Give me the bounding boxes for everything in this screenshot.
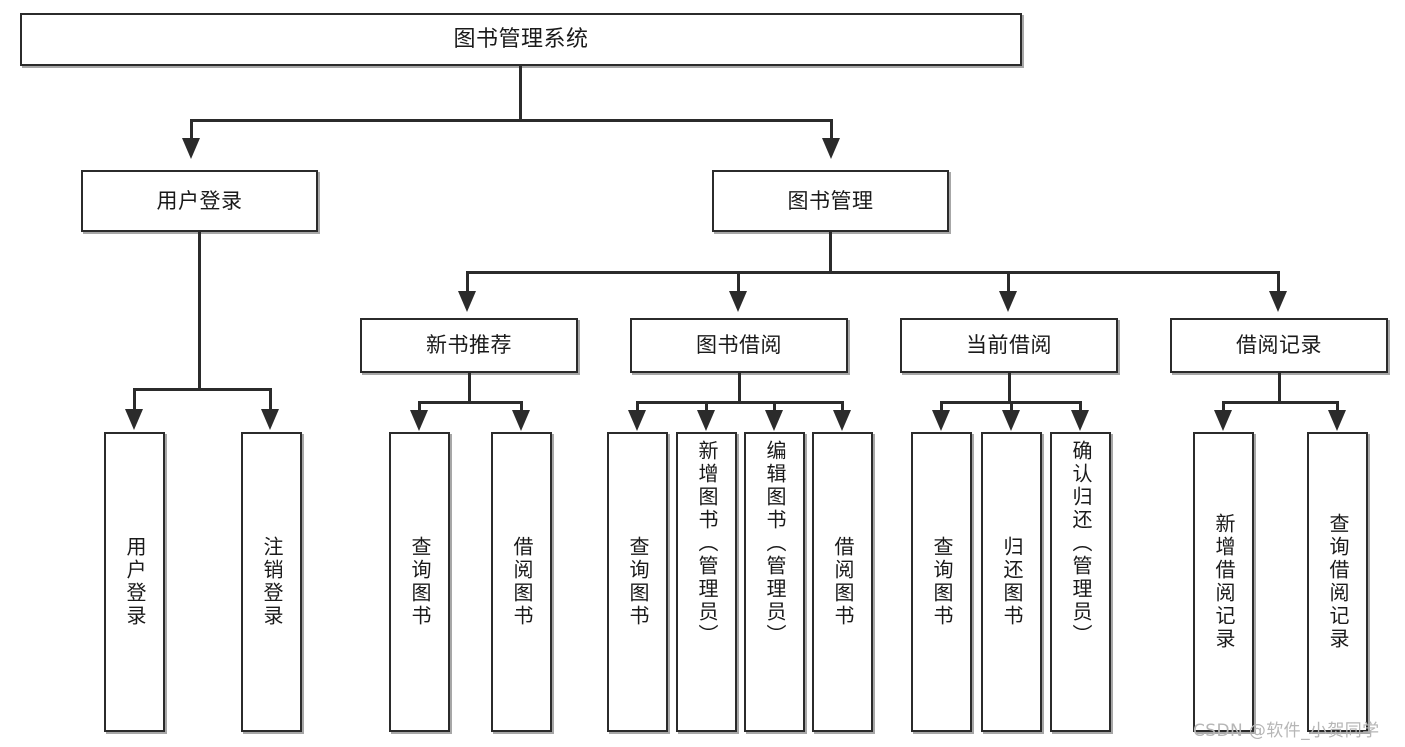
node-label: 查询图书 bbox=[408, 536, 432, 628]
watermark-text: CSDN @软件_小贺同学 bbox=[1193, 721, 1380, 741]
leaf-br-add-record[interactable]: 新增借阅记录 bbox=[1193, 432, 1254, 732]
arrowhead-br-leaf-0-icon bbox=[1214, 410, 1232, 431]
arrowhead-nbr-leaf-0-icon bbox=[410, 410, 428, 431]
connector-borrow-record-bus bbox=[1222, 401, 1339, 404]
node-book-management[interactable]: 图书管理 bbox=[712, 170, 949, 232]
node-label: 新增图书（管理员） bbox=[695, 440, 719, 647]
node-label: 归还图书 bbox=[1000, 536, 1024, 628]
arrowhead-user-login-icon bbox=[182, 138, 200, 159]
connector-borrow-record-stem bbox=[1278, 373, 1281, 403]
connector-drop-nbr-leaf-1 bbox=[520, 401, 523, 411]
connector-book-borrow-stem bbox=[738, 373, 741, 403]
connector-new-book-recommend-bus bbox=[418, 401, 523, 404]
leaf-cb-confirm-return-admin[interactable]: 确认归还（管理员） bbox=[1050, 432, 1111, 732]
leaf-cb-return-book[interactable]: 归还图书 bbox=[981, 432, 1042, 732]
leaf-nbr-borrow-book[interactable]: 借阅图书 bbox=[491, 432, 552, 732]
node-label: 用户登录 bbox=[123, 536, 147, 628]
node-label: 确认归还（管理员） bbox=[1069, 440, 1093, 647]
connector-level3-bus bbox=[466, 271, 1280, 274]
connector-drop-leaf-user-login bbox=[133, 388, 136, 410]
connector-drop-cb-leaf-2 bbox=[1079, 401, 1082, 411]
arrowhead-book-management-icon bbox=[822, 138, 840, 159]
arrowhead-bb-leaf-3-icon bbox=[833, 410, 851, 431]
connector-drop-br-leaf-0 bbox=[1222, 401, 1225, 411]
leaf-bb-edit-book-admin[interactable]: 编辑图书（管理员） bbox=[744, 432, 805, 732]
node-label: 当前借阅 bbox=[966, 333, 1052, 358]
connector-drop-cb-leaf-0 bbox=[940, 401, 943, 411]
node-current-borrow[interactable]: 当前借阅 bbox=[900, 318, 1118, 373]
node-borrow-record[interactable]: 借阅记录 bbox=[1170, 318, 1388, 373]
leaf-br-query-record[interactable]: 查询借阅记录 bbox=[1307, 432, 1368, 732]
node-root-library-management-system[interactable]: 图书管理系统 bbox=[20, 13, 1022, 66]
node-label: 用户登录 bbox=[156, 188, 243, 213]
leaf-bb-query-book[interactable]: 查询图书 bbox=[607, 432, 668, 732]
arrowhead-cb-leaf-0-icon bbox=[932, 410, 950, 431]
leaf-bb-add-book-admin[interactable]: 新增图书（管理员） bbox=[676, 432, 737, 732]
node-label: 借阅图书 bbox=[831, 536, 855, 628]
connector-drop-user-login bbox=[190, 119, 193, 139]
connector-drop-new-book-recommend bbox=[466, 271, 469, 292]
node-book-borrow[interactable]: 图书借阅 bbox=[630, 318, 848, 373]
arrowhead-cb-leaf-2-icon bbox=[1071, 410, 1089, 431]
arrowhead-bb-leaf-0-icon bbox=[628, 410, 646, 431]
connector-drop-book-management bbox=[830, 119, 833, 139]
node-label: 查询图书 bbox=[626, 536, 650, 628]
connector-book-management-stem bbox=[829, 232, 832, 273]
arrowhead-cb-leaf-1-icon bbox=[1002, 410, 1020, 431]
connector-user-login-stem bbox=[198, 232, 201, 390]
node-label: 查询借阅记录 bbox=[1326, 513, 1350, 651]
connector-drop-cb-leaf-1 bbox=[1010, 401, 1013, 411]
connector-drop-bb-leaf-0 bbox=[636, 401, 639, 411]
connector-current-borrow-stem bbox=[1008, 373, 1011, 403]
connector-drop-bb-leaf-3 bbox=[841, 401, 844, 411]
connector-root-stem bbox=[519, 66, 522, 121]
node-label: 新书推荐 bbox=[426, 333, 512, 358]
arrowhead-book-borrow-icon bbox=[729, 291, 747, 312]
connector-drop-bb-leaf-1 bbox=[705, 401, 708, 411]
arrowhead-new-book-recommend-icon bbox=[458, 291, 476, 312]
arrowhead-current-borrow-icon bbox=[999, 291, 1017, 312]
node-new-book-recommend[interactable]: 新书推荐 bbox=[360, 318, 578, 373]
leaf-user-login[interactable]: 用户登录 bbox=[104, 432, 165, 732]
leaf-nbr-query-book[interactable]: 查询图书 bbox=[389, 432, 450, 732]
arrowhead-bb-leaf-1-icon bbox=[697, 410, 715, 431]
node-label: 借阅图书 bbox=[510, 536, 534, 628]
connector-new-book-recommend-stem bbox=[468, 373, 471, 403]
connector-book-borrow-bus bbox=[636, 401, 843, 404]
connector-user-login-bus bbox=[133, 388, 271, 391]
node-label: 注销登录 bbox=[260, 536, 284, 628]
connector-drop-bb-leaf-2 bbox=[773, 401, 776, 411]
node-label: 图书管理系统 bbox=[453, 26, 589, 52]
node-label: 编辑图书（管理员） bbox=[763, 440, 787, 647]
connector-drop-current-borrow bbox=[1007, 271, 1010, 292]
arrowhead-br-leaf-1-icon bbox=[1328, 410, 1346, 431]
arrowhead-bb-leaf-2-icon bbox=[765, 410, 783, 431]
connector-drop-br-leaf-1 bbox=[1336, 401, 1339, 411]
connector-drop-nbr-leaf-0 bbox=[418, 401, 421, 411]
leaf-cb-query-book[interactable]: 查询图书 bbox=[911, 432, 972, 732]
node-user-login[interactable]: 用户登录 bbox=[81, 170, 318, 232]
node-label: 查询图书 bbox=[930, 536, 954, 628]
arrowhead-nbr-leaf-1-icon bbox=[512, 410, 530, 431]
arrowhead-leaf-logout-icon bbox=[261, 409, 279, 430]
connector-drop-borrow-record bbox=[1277, 271, 1280, 292]
leaf-logout[interactable]: 注销登录 bbox=[241, 432, 302, 732]
node-label: 新增借阅记录 bbox=[1212, 513, 1236, 651]
connector-drop-book-borrow bbox=[737, 271, 740, 292]
node-label: 借阅记录 bbox=[1236, 333, 1322, 358]
connector-drop-leaf-logout bbox=[269, 388, 272, 410]
node-label: 图书管理 bbox=[787, 188, 874, 213]
connector-root-bus bbox=[190, 119, 833, 122]
node-label: 图书借阅 bbox=[696, 333, 782, 358]
arrowhead-borrow-record-icon bbox=[1269, 291, 1287, 312]
arrowhead-leaf-user-login-icon bbox=[125, 409, 143, 430]
leaf-bb-borrow-book[interactable]: 借阅图书 bbox=[812, 432, 873, 732]
